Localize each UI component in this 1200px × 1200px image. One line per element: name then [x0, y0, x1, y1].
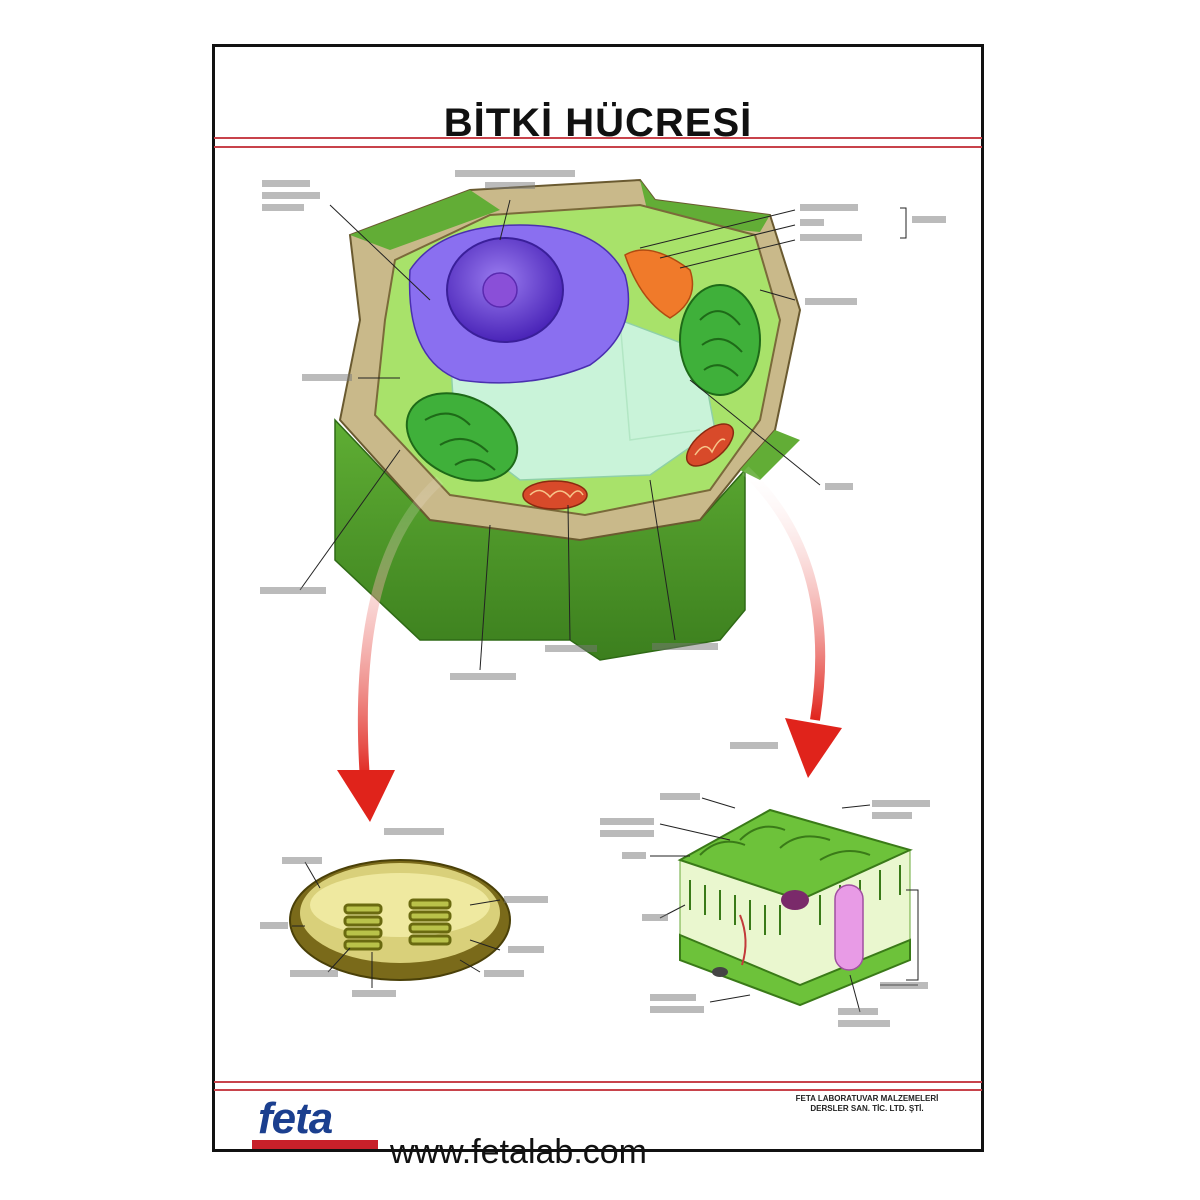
leaf-section-detail [600, 742, 930, 1027]
leader-lines [299, 199, 907, 671]
nucleolus [482, 272, 518, 308]
plant-cell [334, 178, 802, 661]
top-rule [214, 137, 982, 148]
cell-labels [260, 170, 946, 680]
website-url[interactable]: www.fetalab.com [390, 1133, 647, 1171]
feta-logo: feta [258, 1094, 333, 1143]
curved-red-arrow-left [337, 476, 444, 822]
company-line-1: FETA LABORATUVAR MALZEMELERİ [795, 1094, 939, 1103]
company-info: FETA LABORATUVAR MALZEMELERİ DERSLER SAN… [782, 1094, 952, 1114]
company-line-2: DERSLER SAN. TİC. LTD. ŞTİ. [810, 1104, 924, 1113]
mitochondrion-right [685, 423, 735, 467]
curved-red-arrow-right [741, 466, 842, 778]
mitochondrion-bottom [522, 480, 588, 510]
golgi-apparatus [624, 249, 694, 319]
bottom-rule [214, 1081, 982, 1091]
feta-logo-bar [252, 1140, 378, 1149]
chloroplast-detail [260, 828, 548, 997]
